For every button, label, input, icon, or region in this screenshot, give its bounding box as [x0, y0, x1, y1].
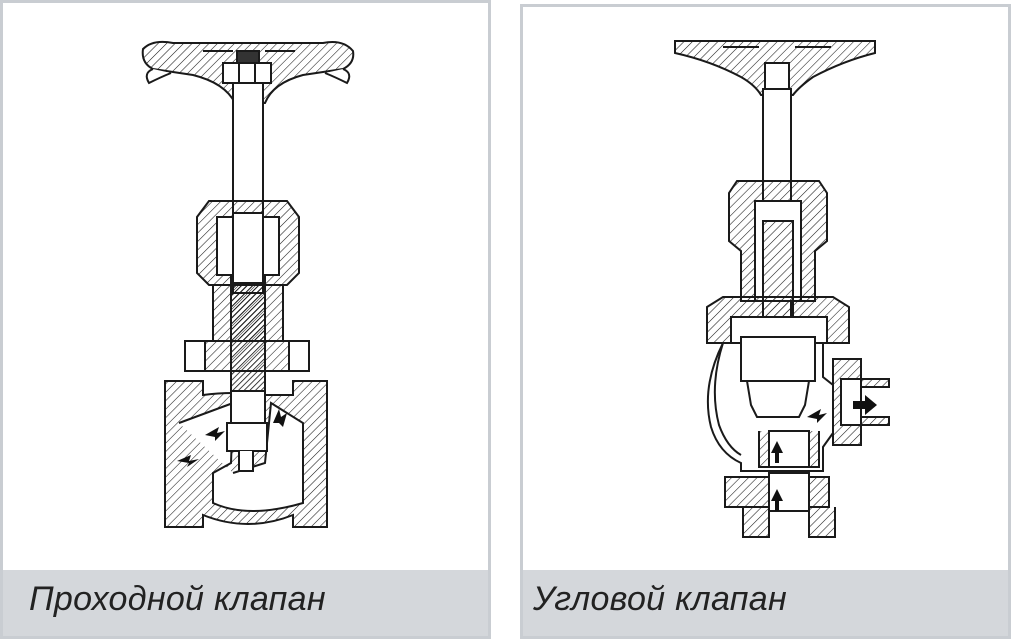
- straight-valve-drawing: [141, 40, 355, 528]
- bonnet: [196, 200, 300, 342]
- bottom-inlet: [724, 472, 836, 538]
- caption-bar: Проходной клапан: [3, 570, 488, 636]
- straight-valve-caption: Проходной клапан: [29, 580, 326, 618]
- flow-arrows: [771, 395, 877, 511]
- top-nut: [764, 62, 790, 90]
- straight-valve-panel: Проходной клапан: [0, 0, 491, 639]
- angle-valve-caption: Угловой клапан: [533, 580, 788, 618]
- angle-valve-drawing: [674, 40, 890, 538]
- valve-body: [164, 380, 328, 528]
- valve-disc: [740, 336, 816, 418]
- angle-valve-panel: Угловой клапан: [520, 4, 1011, 639]
- body-flange: [184, 340, 310, 372]
- flow-arrows: [177, 409, 287, 467]
- top-nut: [222, 50, 272, 84]
- caption-bar: Угловой клапан: [523, 570, 1008, 636]
